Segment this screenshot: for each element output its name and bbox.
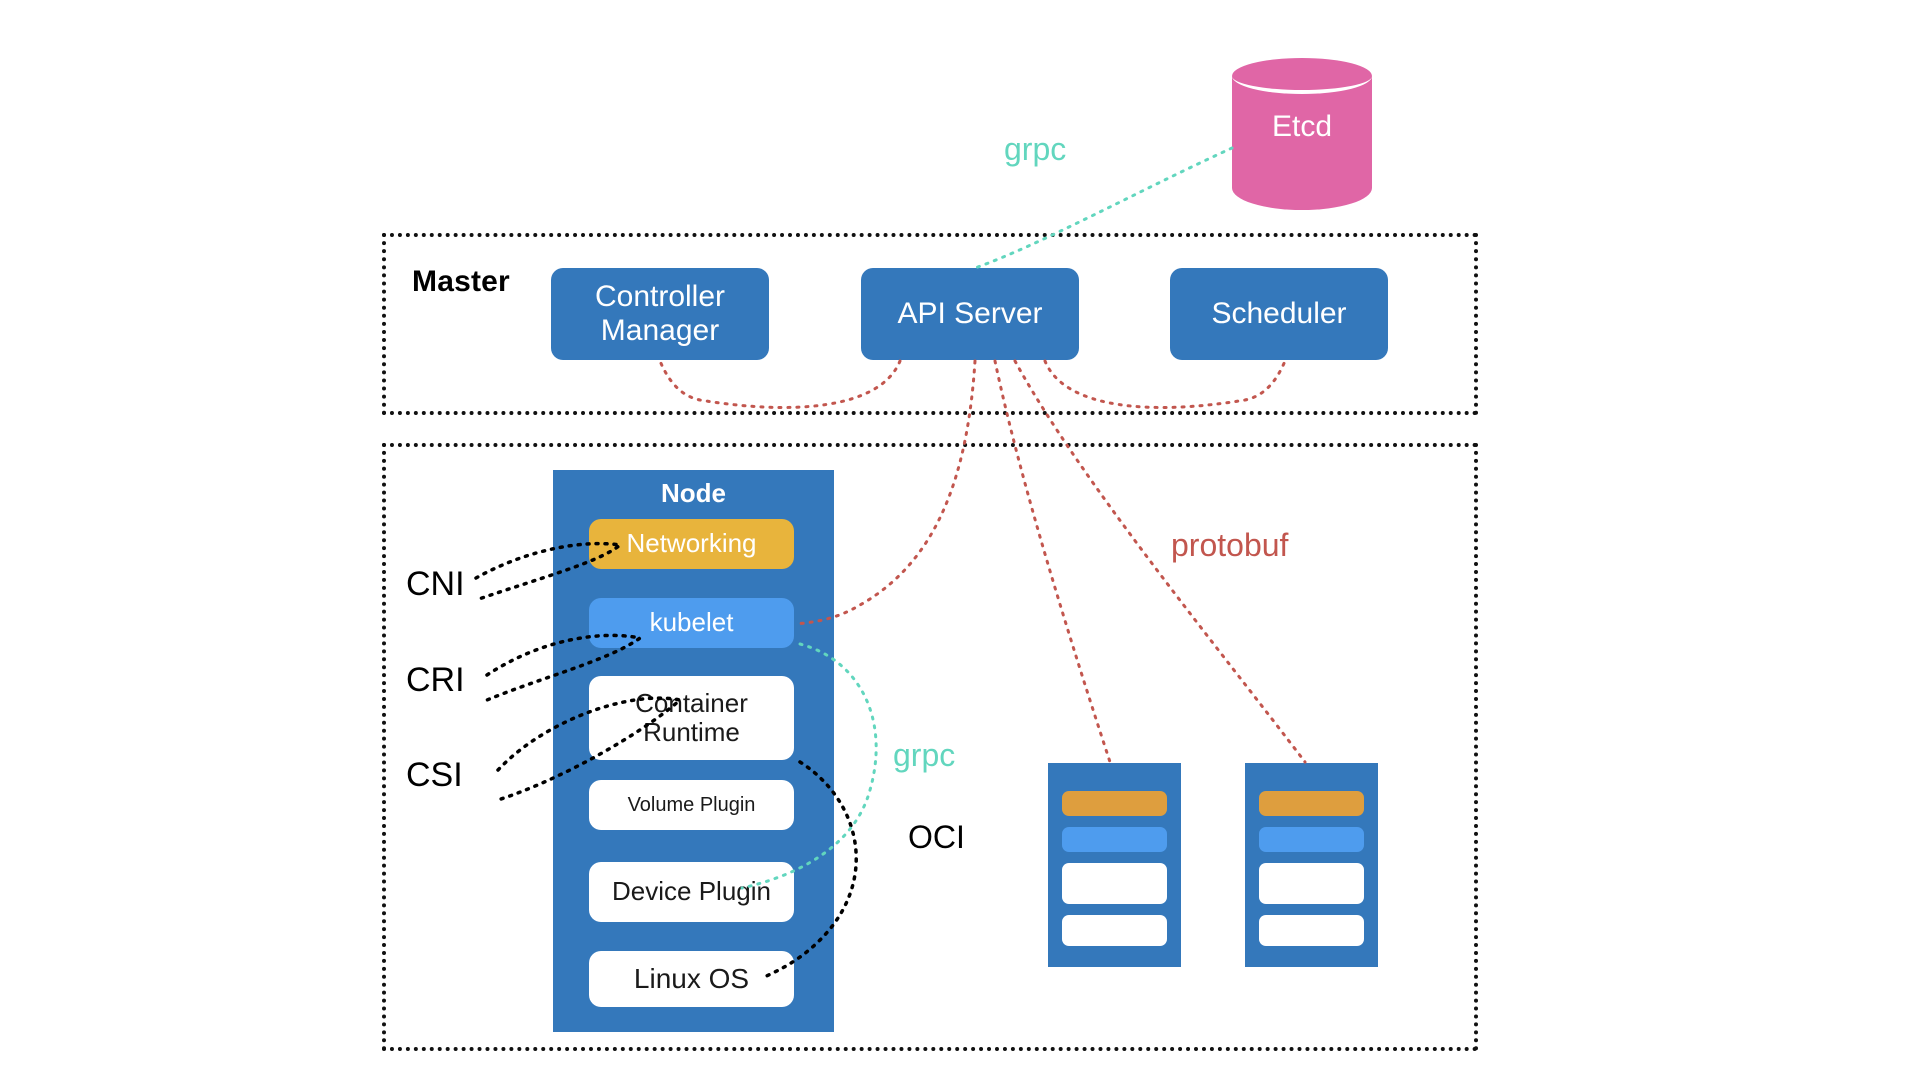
pod-bar-networking: [1259, 791, 1364, 816]
etcd-cylinder-body: [1232, 76, 1372, 210]
pod-bar-kubelet: [1259, 827, 1364, 852]
api-server-label: API Server: [897, 297, 1043, 331]
pod-bar-kubelet: [1062, 827, 1167, 852]
kubelet-label: kubelet: [649, 607, 734, 638]
scheduler-label: Scheduler: [1211, 297, 1347, 331]
node-item-networking[interactable]: Networking: [589, 519, 794, 569]
linux-os-label: Linux OS: [633, 963, 750, 995]
protobuf-label: protobuf: [1171, 527, 1289, 563]
pod-bar-os: [1259, 915, 1364, 946]
etcd-cylinder-top: [1232, 58, 1372, 94]
csi-label: CSI: [406, 756, 463, 794]
node-label: Node: [661, 478, 726, 508]
master-zone-label: Master: [412, 265, 510, 298]
pod-bar-runtime: [1259, 863, 1364, 904]
scheduler-box[interactable]: Scheduler: [1170, 268, 1388, 360]
grpc-runtime-label: grpc: [893, 737, 956, 773]
pod-box-2[interactable]: [1245, 763, 1378, 967]
node-item-kubelet[interactable]: kubelet: [589, 598, 794, 648]
api-server-box[interactable]: API Server: [861, 268, 1079, 360]
pod-bar-runtime: [1062, 863, 1167, 904]
pod-bar-networking: [1062, 791, 1167, 816]
pod-box-1[interactable]: [1048, 763, 1181, 967]
node-item-volume-plugin[interactable]: Volume Plugin: [589, 780, 794, 830]
grpc-etcd-label: grpc: [1004, 131, 1067, 167]
networking-label: Networking: [626, 528, 757, 559]
etcd-label: Etcd: [1271, 110, 1333, 143]
oci-label: OCI: [908, 819, 965, 855]
pod-bar-os: [1062, 915, 1167, 946]
cri-label: CRI: [406, 661, 465, 699]
node-item-linux-os[interactable]: Linux OS: [589, 951, 794, 1007]
etcd-cylinder[interactable]: Etcd: [1232, 58, 1372, 210]
node-item-device-plugin[interactable]: Device Plugin: [589, 862, 794, 922]
volume-plugin-label: Volume Plugin: [627, 793, 756, 816]
device-plugin-label: Device Plugin: [612, 876, 771, 907]
cni-label: CNI: [406, 565, 465, 603]
